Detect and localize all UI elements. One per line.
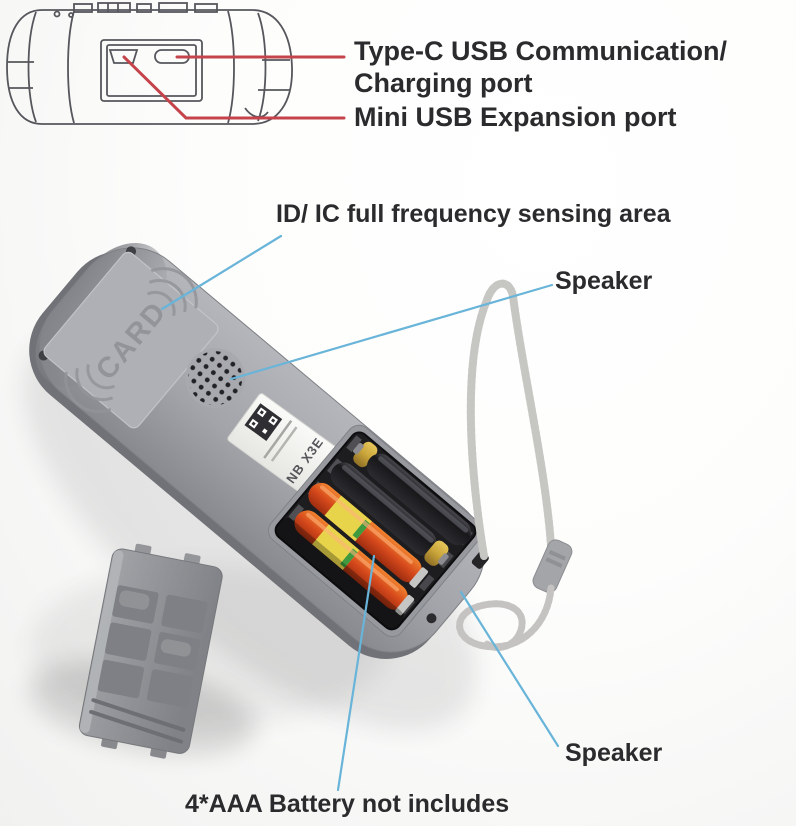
label-speaker-top: Speaker (555, 267, 653, 295)
strap-tail-cord (456, 584, 555, 651)
sensing-area-panel (43, 251, 219, 429)
label-sensing-area: ID/ IC full frequency sensing area (276, 200, 671, 228)
leader-speaker-top (229, 283, 554, 381)
device-top-view-drawing (6, 2, 293, 125)
port-recess-inner (106, 44, 197, 97)
port-recess-outer (100, 39, 203, 102)
leader-mini-usb (122, 55, 346, 120)
label-battery-note: 4*AAA Battery not includes (185, 790, 510, 818)
bay-inner-shadow (275, 518, 404, 630)
end-ridge-lines (8, 59, 290, 91)
right-end-curve (227, 10, 235, 124)
pin-hole-2 (68, 12, 74, 18)
pin-hole (53, 10, 61, 18)
cover-sheen (119, 590, 191, 657)
right-end-curve-2 (257, 12, 267, 122)
strap-loop-cord (466, 279, 555, 560)
label-mini-usb-port: Mini USB Expansion port (354, 102, 677, 132)
nfc-waves-icon (64, 267, 198, 414)
cover-recess-cells (97, 585, 208, 708)
aaa-battery-black (353, 441, 472, 546)
blue-leader-lines (160, 234, 560, 792)
label-type-c-usb-port: Type-C USB Communication/ Charging port (354, 36, 728, 98)
red-leader-lines (122, 55, 346, 120)
strap-connector (532, 539, 573, 593)
leader-battery-note (336, 554, 376, 792)
left-end-curve-2 (67, 10, 75, 124)
top-view-outline (6, 9, 293, 125)
strap-tail-texture (456, 584, 555, 651)
aaa-battery-orange (294, 510, 415, 616)
handheld-device: CARD NB X3E (29, 242, 489, 659)
sticker-microtext-line (263, 420, 293, 459)
leader-sensing-area (160, 234, 283, 311)
mini-usb-port (108, 49, 139, 64)
top-edge-bumps (73, 2, 218, 13)
wrist-strap (456, 279, 573, 651)
battery-cover (78, 543, 223, 759)
screw-hole-icon (426, 613, 437, 624)
label-speaker-bottom: Speaker (565, 739, 663, 767)
qr-code-icon (244, 403, 283, 441)
bottom-foot-curve (244, 107, 269, 118)
leader-speaker-bottom (459, 590, 560, 748)
strap-braid-texture (466, 279, 555, 560)
left-end-curve (27, 11, 37, 123)
sticker-microtext-line (270, 426, 298, 462)
cover-bottom-rails (89, 698, 186, 744)
speaker-grille-icon (185, 348, 246, 409)
aaa-battery-black (330, 462, 449, 566)
cover-edge-highlight (79, 550, 124, 734)
aaa-battery-orange (308, 482, 428, 588)
